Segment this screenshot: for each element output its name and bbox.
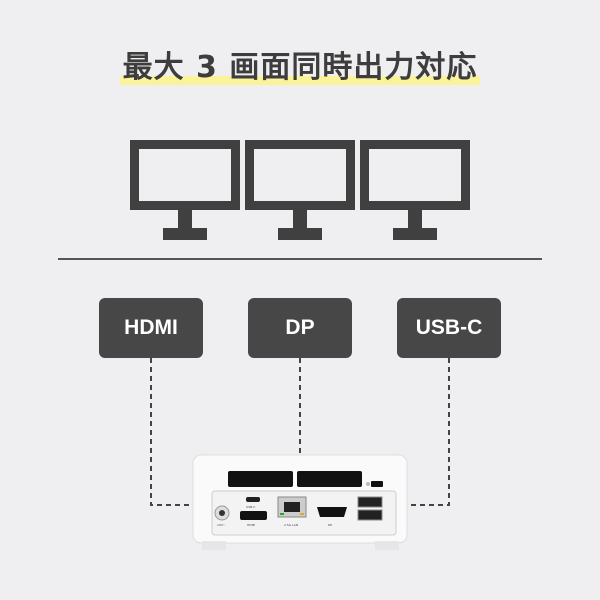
dp-port-label: DP <box>328 523 333 527</box>
usbc-port-label: USB-C <box>246 505 256 509</box>
dp-label: DP <box>248 298 352 358</box>
power-port-label: 19V⎓ <box>217 523 226 527</box>
lan-port-label: 2.5G LAN <box>284 523 299 527</box>
monitor-icon <box>360 140 470 240</box>
hdmi-port-label: HDMI <box>247 523 256 527</box>
title-highlight <box>120 76 480 85</box>
page-title: 最大 3 画面同時出力対応 <box>122 50 478 85</box>
mini-pc <box>192 454 408 550</box>
monitor-icon <box>245 140 355 240</box>
usb-c-label: USB-C <box>397 298 501 358</box>
divider <box>58 258 542 260</box>
monitor-icon <box>130 140 240 240</box>
hdmi-label: HDMI <box>99 298 203 358</box>
